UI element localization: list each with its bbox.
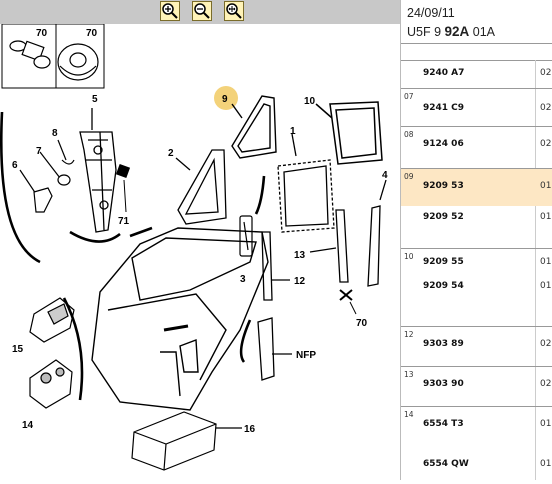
door-panel-outline — [91, 227, 269, 411]
strip-part-12 — [261, 231, 290, 301]
control-box-part-16 — [131, 411, 242, 471]
parts-row[interactable]: 9240 A7 02 — [401, 60, 552, 88]
qty-column-divider — [535, 60, 536, 480]
door-glass-part-1 — [277, 133, 335, 233]
zoom-in-icon — [162, 3, 178, 19]
table-top-divider — [401, 60, 552, 61]
callout-70a[interactable]: 70 — [36, 28, 48, 39]
callout-4[interactable]: 4 — [382, 170, 388, 181]
callout-6[interactable]: 6 — [12, 160, 18, 171]
parts-list-panel: 24/09/11 U5F 9 92A 01A 9240 A7 02 07 9241 C… — [400, 0, 552, 480]
part-reference[interactable]: 9209 55 — [423, 257, 464, 267]
part-reference[interactable]: 6554 QW — [423, 459, 469, 469]
date-label: 24/09/11 — [407, 6, 455, 20]
parts-row[interactable]: 9209 52 01 — [401, 206, 552, 248]
callout-9[interactable]: 9 — [222, 94, 228, 105]
parts-row[interactable]: 14 6554 T3 01 6554 QW 01 — [401, 406, 552, 480]
part-quantity: 01 — [540, 181, 552, 191]
part-quantity: 01 — [540, 419, 552, 429]
parts-row[interactable]: 13 9303 90 02 — [401, 366, 552, 406]
trim-part-nfp — [257, 317, 292, 381]
part-reference[interactable]: 9124 06 — [423, 139, 464, 149]
callout-10[interactable]: 10 — [304, 96, 316, 107]
part-reference[interactable]: 9303 90 — [423, 379, 464, 389]
part-quantity: 01 — [540, 281, 552, 291]
run-channel-part-4 — [367, 179, 387, 287]
callout-8[interactable]: 8 — [52, 128, 58, 139]
parts-group-number: 12 — [404, 330, 414, 339]
callout-16[interactable]: 16 — [244, 424, 256, 435]
quarter-glass-part-2 — [175, 149, 227, 225]
parts-group-number: 10 — [404, 252, 414, 261]
zoom-fit-button[interactable] — [224, 1, 244, 21]
part-reference[interactable]: 9241 C9 — [423, 103, 465, 113]
switch-unit-part-15 — [29, 297, 75, 343]
clip-part-8 — [57, 139, 75, 165]
strip-part-13 — [309, 209, 349, 283]
part-quantity: 01 — [540, 257, 552, 267]
callout-71[interactable]: 71 — [118, 216, 130, 227]
zoom-in-button[interactable] — [160, 1, 180, 21]
parts-row[interactable]: 12 9303 89 02 — [401, 326, 552, 366]
leader-curves — [0, 111, 266, 401]
exploded-parts-diagram: 70 70 5 8 — [0, 23, 388, 471]
parts-group-number: 08 — [404, 130, 414, 139]
switch-part-3 — [239, 215, 253, 257]
callout-14[interactable]: 14 — [22, 420, 34, 431]
callout-15[interactable]: 15 — [12, 344, 24, 355]
parts-group-number: 09 — [404, 172, 414, 181]
callout-70b[interactable]: 70 — [86, 28, 98, 39]
parts-group-number: 13 — [404, 370, 414, 379]
part-reference[interactable]: 6554 T3 — [423, 419, 464, 429]
callout-70c[interactable]: 70 — [356, 318, 368, 329]
catalog-code: U5F 9 92A 01A — [407, 24, 495, 39]
header-divider — [401, 43, 552, 44]
pad-part-71 — [115, 163, 131, 213]
callout-7[interactable]: 7 — [36, 146, 42, 157]
part-quantity: 01 — [540, 459, 552, 469]
parts-row[interactable]: 10 9209 55 01 9209 54 01 — [401, 248, 552, 326]
part-quantity: 02 — [540, 68, 552, 78]
fastener-part-70 — [339, 289, 357, 315]
handle-part-6 — [19, 169, 53, 213]
zoom-fit-icon — [226, 3, 242, 19]
glass-frame-part-10 — [315, 101, 383, 165]
callout-12[interactable]: 12 — [294, 276, 306, 287]
switch-unit-part-14 — [29, 359, 73, 409]
zoom-toolbar — [0, 0, 400, 24]
callout-13[interactable]: 13 — [294, 250, 306, 261]
catalog-code-bold: 92A — [444, 24, 470, 39]
seal-part-9 — [231, 95, 277, 159]
parts-row[interactable]: 07 9241 C9 02 — [401, 88, 552, 126]
catalog-code-suffix: 01A — [472, 25, 496, 39]
part-reference[interactable]: 9240 A7 — [423, 68, 465, 78]
callout-5[interactable]: 5 — [92, 94, 98, 105]
parts-row[interactable]: 08 9124 06 02 — [401, 126, 552, 168]
part-reference[interactable]: 9209 54 — [423, 281, 464, 291]
callout-nfp[interactable]: NFP — [296, 350, 316, 361]
part-reference[interactable]: 9303 89 — [423, 339, 464, 349]
part-quantity: 01 — [540, 212, 552, 222]
part-quantity: 02 — [540, 103, 552, 113]
washer-part — [57, 43, 99, 81]
callout-1[interactable]: 1 — [290, 126, 296, 137]
parts-row[interactable]: 09 9209 53 01 — [401, 168, 552, 206]
callout-2[interactable]: 2 — [168, 148, 174, 159]
catalog-code-prefix: U5F 9 — [407, 25, 442, 39]
zoom-out-button[interactable] — [192, 1, 212, 21]
parts-group-number: 07 — [404, 92, 414, 101]
part-reference[interactable]: 9209 52 — [423, 212, 464, 222]
diagram-canvas: 70 70 5 8 — [0, 23, 388, 471]
window-regulator-part — [79, 108, 117, 233]
callout-3[interactable]: 3 — [240, 274, 246, 285]
part-quantity: 02 — [540, 139, 552, 149]
screw-part — [9, 40, 51, 69]
part-quantity: 02 — [540, 379, 552, 389]
zoom-out-icon — [194, 3, 210, 19]
part-quantity: 02 — [540, 339, 552, 349]
parts-group-number: 14 — [404, 410, 414, 419]
part-reference[interactable]: 9209 53 — [423, 181, 464, 191]
grommet-part-7 — [39, 151, 71, 186]
